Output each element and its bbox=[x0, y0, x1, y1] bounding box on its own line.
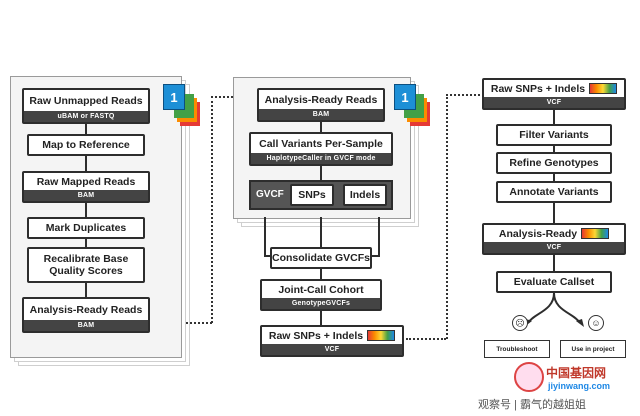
indels-box: Indels bbox=[343, 184, 387, 206]
watermark-logo-icon bbox=[514, 362, 544, 392]
mid-analysis-ready-reads-box: Analysis-Ready Reads BAM bbox=[257, 88, 385, 122]
connector-left-middle-vertical bbox=[211, 96, 213, 323]
left-analysis-ready-reads-sub: BAM bbox=[24, 320, 148, 331]
sad-face-icon: ☹ bbox=[512, 315, 528, 331]
joint-call-cohort-box: Joint-Call Cohort GenotypeGVCFs bbox=[260, 279, 382, 311]
mid-raw-snps-sub: VCF bbox=[262, 344, 402, 355]
right-analysis-ready-sub: VCF bbox=[484, 242, 624, 253]
connector-left-middle bbox=[186, 322, 212, 324]
call-variants-title: Call Variants Per-Sample bbox=[259, 137, 383, 150]
joint-call-cohort-title: Joint-Call Cohort bbox=[278, 283, 364, 296]
troubleshoot-box: Troubleshoot bbox=[484, 340, 550, 358]
watermark-author: 观察号 | 霸气的越姐姐 bbox=[478, 399, 586, 411]
map-to-reference-box: Map to Reference bbox=[27, 134, 145, 156]
use-in-project-box: Use in project bbox=[560, 340, 626, 358]
snps-box: SNPs bbox=[290, 184, 334, 206]
recalibrate-line2: Quality Scores bbox=[49, 265, 123, 277]
right-analysis-ready-box: Analysis-Ready VCF bbox=[482, 223, 626, 255]
right-raw-snps-title: Raw SNPs + Indels bbox=[484, 80, 624, 97]
step-badge-middle: 1 bbox=[394, 84, 416, 110]
connector-left-middle-top bbox=[211, 96, 233, 98]
mid-analysis-ready-reads-sub: BAM bbox=[259, 109, 383, 120]
raw-mapped-reads-title: Raw Mapped Reads bbox=[36, 175, 136, 188]
recalibrate-box: Recalibrate Base Quality Scores bbox=[27, 247, 145, 283]
filter-variants-box: Filter Variants bbox=[496, 124, 612, 146]
watermark-site-cn: 中国基因网 bbox=[546, 366, 607, 380]
watermark-site-url: jiyinwang.com bbox=[548, 381, 611, 391]
mark-duplicates-box: Mark Duplicates bbox=[27, 217, 145, 239]
vcf-color-icon-right bbox=[589, 83, 618, 94]
raw-mapped-reads-sub: BAM bbox=[24, 190, 148, 201]
left-analysis-ready-reads-title: Analysis-Ready Reads bbox=[29, 303, 143, 316]
mid-analysis-ready-reads-title: Analysis-Ready Reads bbox=[264, 93, 378, 106]
raw-unmapped-reads-box: Raw Unmapped Reads uBAM or FASTQ bbox=[22, 88, 150, 124]
annotate-variants-box: Annotate Variants bbox=[496, 181, 612, 203]
mid-raw-snps-box: Raw SNPs + Indels VCF bbox=[260, 325, 404, 357]
vcf-color-icon-ready bbox=[581, 228, 610, 239]
refine-genotypes-box: Refine Genotypes bbox=[496, 152, 612, 174]
happy-face-icon: ☺ bbox=[588, 315, 604, 331]
right-raw-snps-box: Raw SNPs + Indels VCF bbox=[482, 78, 626, 110]
recalibrate-line1: Recalibrate Base bbox=[43, 253, 129, 265]
vcf-color-icon bbox=[367, 330, 396, 341]
raw-unmapped-reads-sub: uBAM or FASTQ bbox=[24, 111, 148, 122]
connector-middle-right bbox=[406, 338, 446, 340]
raw-unmapped-reads-title: Raw Unmapped Reads bbox=[29, 94, 143, 107]
call-variants-box: Call Variants Per-Sample HaplotypeCaller… bbox=[249, 132, 393, 166]
evaluate-callset-box: Evaluate Callset bbox=[496, 271, 612, 293]
left-analysis-ready-reads-box: Analysis-Ready Reads BAM bbox=[22, 297, 150, 333]
right-analysis-ready-title: Analysis-Ready bbox=[484, 225, 624, 242]
consolidate-gvcfs-box: Consolidate GVCFs bbox=[270, 247, 372, 269]
call-variants-sub: HaplotypeCaller in GVCF mode bbox=[251, 153, 391, 164]
raw-mapped-reads-box: Raw Mapped Reads BAM bbox=[22, 171, 150, 203]
joint-call-cohort-sub: GenotypeGVCFs bbox=[262, 298, 380, 309]
connector-middle-right-top bbox=[446, 94, 480, 96]
right-raw-snps-sub: VCF bbox=[484, 97, 624, 108]
branch-arrows bbox=[524, 293, 584, 327]
connector-middle-right-vertical bbox=[446, 94, 448, 339]
mid-raw-snps-title: Raw SNPs + Indels bbox=[262, 327, 402, 344]
gvcf-label: GVCF bbox=[256, 189, 284, 200]
step-badge-left: 1 bbox=[163, 84, 185, 110]
